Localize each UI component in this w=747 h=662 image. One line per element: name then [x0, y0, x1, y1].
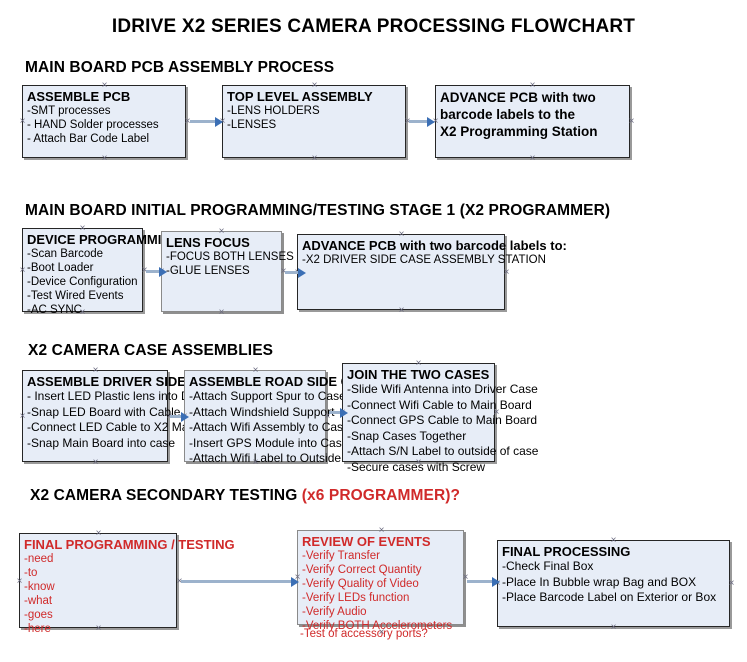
arrow-pcb-to-top-level [190, 116, 223, 127]
box-advance-pcb-line-3: X2 Programming Station [440, 124, 598, 139]
box-final-programming-header: FINAL PROGRAMMING / TESTING [24, 537, 235, 552]
arrow-device-to-lens [146, 266, 167, 277]
box-join-the-two-cases[interactable]: JOIN THE TWO CASES -Slide Wifi Antenna i… [342, 363, 538, 474]
box-assemble-pcb-header: ASSEMBLE PCB [27, 89, 131, 104]
box-top-level-assembly-header: TOP LEVEL ASSEMBLY [227, 89, 373, 104]
box-lens-focus-list: -FOCUS BOTH LENSES -GLUE LENSES [166, 250, 294, 278]
box-lens-focus-header: LENS FOCUS [166, 235, 250, 250]
box-final-processing-list: -Check Final Box -Place In Bubble wrap B… [502, 559, 725, 606]
list-item: -Device Configuration [27, 276, 138, 288]
box-device-programming[interactable]: DEVICE PROGRAMMING -Scan Barcode -Boot L… [22, 228, 181, 316]
box-device-programming-list: -Scan Barcode -Boot Loader -Device Confi… [27, 247, 138, 317]
list-item: -Attach Windshield Support [189, 404, 335, 419]
list-item: -Slide Wifi Antenna into Driver Case [347, 382, 538, 396]
list-item: -Snap LED Board with Cable into Case [27, 404, 235, 419]
section-heading-4: X2 CAMERA SECONDARY TESTING (x6 PROGRAMM… [30, 487, 460, 505]
list-item: -GLUE LENSES [166, 265, 250, 277]
box-join-cases-list: -Slide Wifi Antenna into Driver Case -Co… [347, 382, 539, 475]
list-item: -to [24, 567, 38, 579]
section-heading-3: X2 CAMERA CASE ASSEMBLIES [28, 342, 274, 359]
list-item: -FOCUS BOTH LENSES [166, 251, 294, 263]
box-review-events-overflow-item: -Test of accessory ports? [300, 628, 428, 640]
box-advance-pcb-2-list: -X2 DRIVER SIDE CASE ASSEMBLY STATION [302, 253, 546, 267]
page-title: IDRIVE X2 SERIES CAMERA PROCESSING FLOWC… [111, 16, 636, 37]
list-item: -here [24, 623, 51, 635]
box-road-case-header: ASSEMBLE ROAD SIDE CASE [189, 374, 377, 389]
box-advance-pcb-programming-station[interactable]: ADVANCE PCB with two barcode labels to t… [435, 85, 630, 158]
box-review-events-list: -Verify Transfer -Verify Correct Quantit… [302, 549, 459, 633]
list-item: -LENSES [227, 119, 277, 131]
list-item: - Attach Bar Code Label [27, 133, 150, 145]
arrow-lens-to-advance [285, 267, 306, 278]
arrow-road-to-join [329, 407, 348, 418]
box-review-events-header: REVIEW OF EVENTS [302, 534, 431, 549]
list-item: -Snap Main Board into case [27, 435, 176, 450]
section-heading-2: MAIN BOARD INITIAL PROGRAMMING/TESTING S… [25, 202, 611, 219]
list-item: -Scan Barcode [27, 248, 104, 260]
arrow-final-programming-to-review [181, 576, 299, 587]
list-item: -Test Wired Events [27, 290, 124, 302]
box-advance-pcb-2-header: ADVANCE PCB with two barcode labels to: [302, 238, 567, 253]
box-final-programming-list: -need -to -know -what -goes -here [24, 552, 172, 636]
box-device-programming-header: DEVICE PROGRAMMING [27, 232, 181, 247]
list-item: -Attach Support Spur to Case [189, 389, 346, 403]
list-item: -goes [24, 609, 53, 621]
box-assemble-driver-side-case[interactable]: ASSEMBLE DRIVER SIDE CASE - Insert LED P… [22, 370, 245, 462]
list-item: -Attach S/N Label to outside of case [347, 444, 539, 458]
list-item: -Check Final Box [502, 559, 594, 573]
list-item: -know [24, 581, 55, 593]
list-item: -Connect LED Cable to X2 Main Board [27, 420, 234, 434]
box-top-level-assembly[interactable]: TOP LEVEL ASSEMBLY -LENS HOLDERS -LENSES [222, 85, 406, 158]
box-top-level-assembly-list: -LENS HOLDERS -LENSES [227, 104, 401, 132]
list-item: -LENS HOLDERS [227, 105, 320, 117]
list-item: -Place In Bubble wrap Bag and BOX [502, 574, 697, 589]
section-heading-4-text: X2 CAMERA SECONDARY TESTING [30, 487, 302, 504]
list-item: -what [24, 595, 53, 607]
list-item: -Verify BOTH Accelerometers [302, 620, 453, 632]
section-heading-4-red-text: (x6 PROGRAMMER)? [301, 487, 461, 504]
list-item: -Connect GPS Cable to Main Board [347, 413, 538, 427]
box-assemble-road-side-case[interactable]: ASSEMBLE ROAD SIDE CASE -Attach Support … [184, 370, 386, 465]
arrow-top-level-to-advance [409, 116, 435, 127]
box-final-programming-testing[interactable]: FINAL PROGRAMMING / TESTING -need -to -k… [19, 533, 235, 635]
list-item: -Verify Correct Quantity [302, 564, 422, 576]
section-heading-1: MAIN BOARD PCB ASSEMBLY PROCESS [25, 59, 335, 76]
box-advance-pcb-line-2: barcode labels to the [440, 107, 576, 122]
box-advance-pcb-driver-side[interactable]: ADVANCE PCB with two barcode labels to: … [297, 234, 567, 310]
box-road-case-list: -Attach Support Spur to Case -Attach Win… [189, 389, 386, 467]
list-item: -AC SYNC [27, 304, 82, 316]
list-item: -Place Barcode Label on Exterior or Box [502, 590, 717, 604]
list-item: -Attach Wifi Assembly to Case [189, 420, 350, 434]
arrow-review-to-final-processing [467, 576, 500, 587]
list-item: -Verify Quality of Video [302, 578, 419, 590]
list-item: -Insert GPS Module into Case [189, 435, 349, 450]
list-item: -need [24, 553, 54, 565]
list-item: -Verify Transfer [302, 550, 380, 562]
box-driver-case-header: ASSEMBLE DRIVER SIDE CASE [27, 374, 226, 389]
list-item: -Verify LEDs function [302, 592, 410, 604]
arrow-driver-to-road [170, 411, 189, 422]
list-item: -Verify Audio [302, 606, 367, 618]
box-assemble-pcb[interactable]: ASSEMBLE PCB -SMT processes - HAND Solde… [22, 85, 186, 158]
list-item: -SMT processes [27, 105, 111, 117]
box-final-processing-header: FINAL PROCESSING [502, 544, 631, 559]
list-item: -Snap Cases Together [347, 428, 467, 443]
box-join-cases-header: JOIN THE TWO CASES [347, 367, 490, 382]
box-lens-focus[interactable]: LENS FOCUS -FOCUS BOTH LENSES -GLUE LENS… [161, 231, 294, 312]
list-item: -X2 DRIVER SIDE CASE ASSEMBLY STATION [302, 254, 546, 266]
box-advance-pcb-line-1: ADVANCE PCB with two [440, 90, 596, 105]
box-review-of-events[interactable]: REVIEW OF EVENTS -Verify Transfer -Verif… [297, 530, 464, 632]
box-final-processing[interactable]: FINAL PROCESSING -Check Final Box -Place… [497, 540, 730, 627]
list-item: - HAND Solder processes [27, 119, 159, 131]
list-item: -Connect Wifi Cable to Main Board [347, 397, 532, 412]
list-item: -Secure cases with Screw [347, 459, 486, 474]
list-item: - Insert LED Plastic lens into Driver Ca… [27, 389, 245, 403]
list-item: -Attach Wifi Label to Outside of Case [189, 451, 386, 465]
box-assemble-pcb-list: -SMT processes - HAND Solder processes -… [27, 104, 181, 146]
box-driver-case-list: - Insert LED Plastic lens into Driver Ca… [27, 389, 245, 451]
list-item: -Boot Loader [27, 262, 94, 274]
